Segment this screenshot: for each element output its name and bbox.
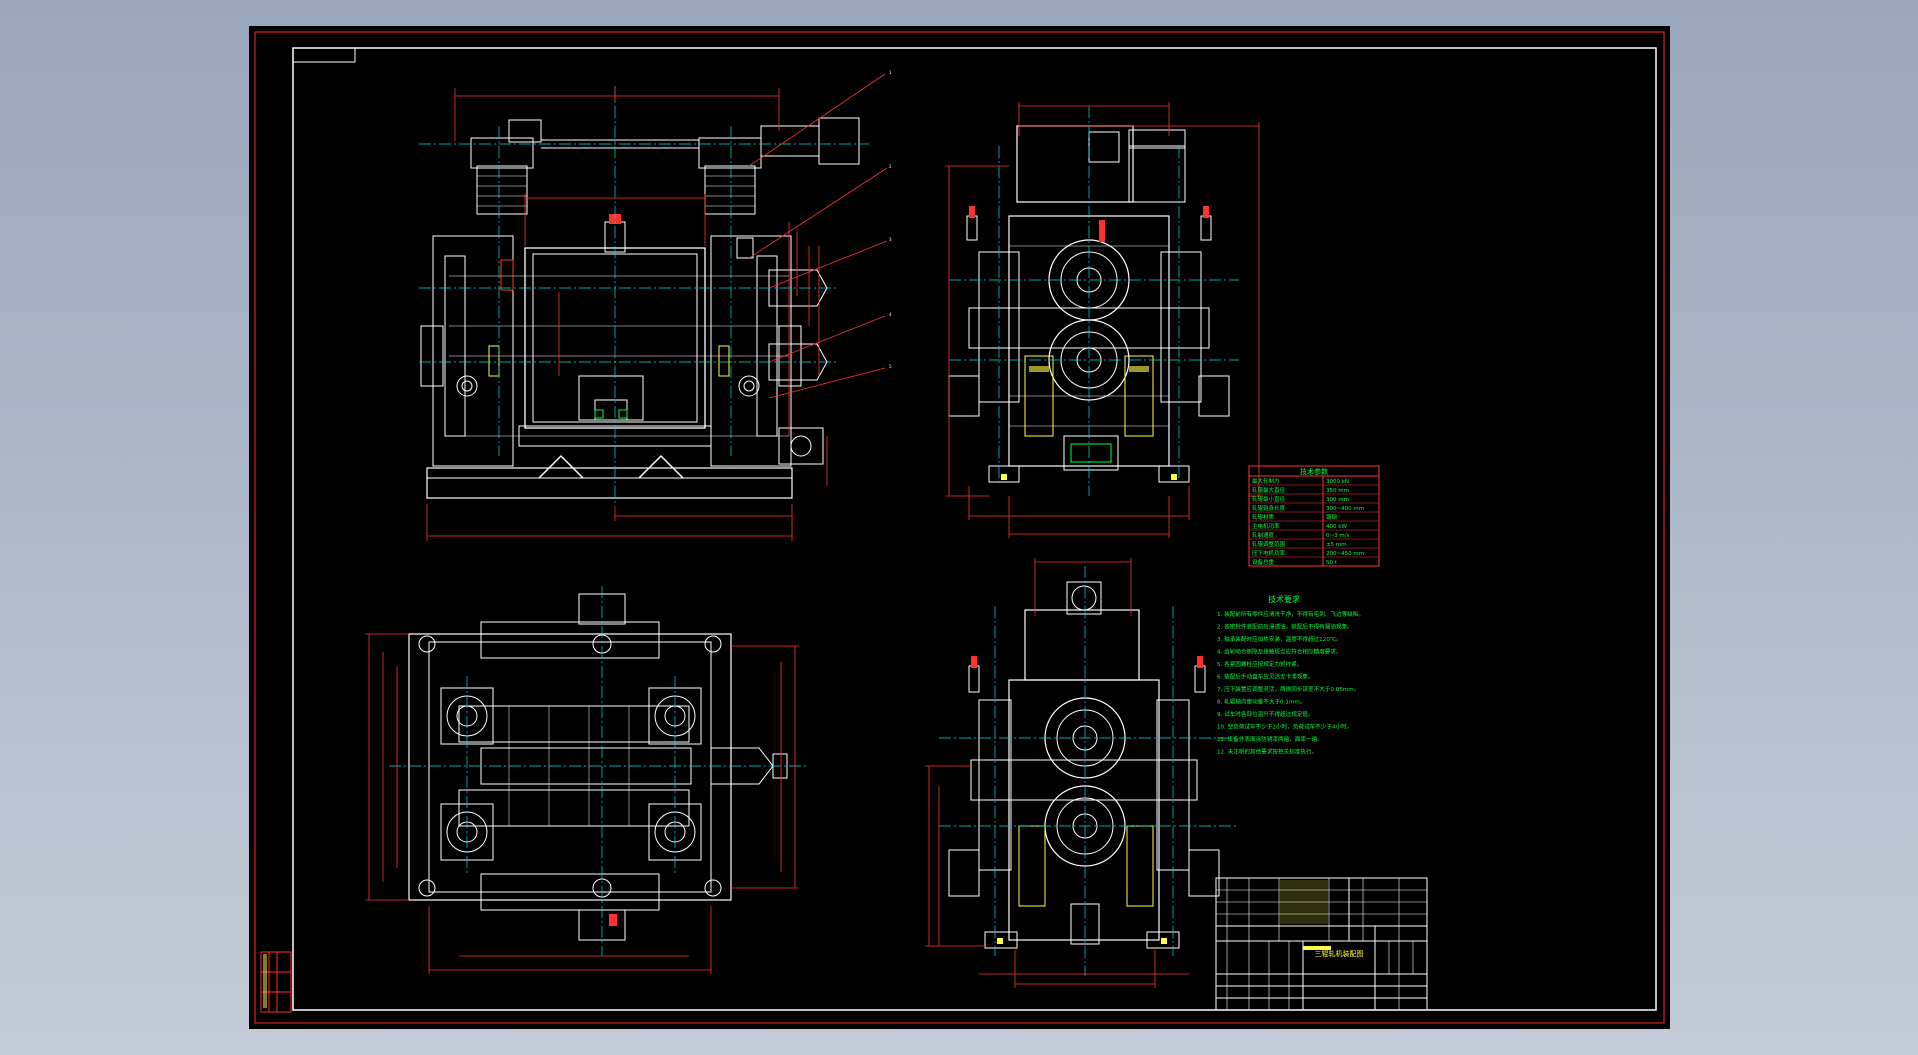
tech-table-label: 轧辊最大直径 <box>1252 486 1286 494</box>
tech-table-value: 400 kW <box>1326 524 1347 530</box>
view-side-dimensions <box>945 102 1263 538</box>
technical-notes: 技术要求 1. 装配前所有零件应清洗干净，不得有毛刺、飞边等缺陷。 2. 各密封件… <box>1217 594 1364 756</box>
tech-table-value: 300 mm <box>1326 497 1349 503</box>
note-line: 6. 装配后手动盘车应灵活无卡滞现象。 <box>1217 673 1314 681</box>
tech-table-label: 轧辊调整范围 <box>1252 540 1286 548</box>
note-line: 8. 轧辊轴向窜动量不大于0.1mm。 <box>1217 698 1305 706</box>
tech-table-label: 轧辊最小直径 <box>1252 495 1286 503</box>
note-line: 11. 设备外表面涂防锈漆两遍，面漆一遍。 <box>1217 735 1323 743</box>
view-rear-centerlines <box>939 566 1239 976</box>
notes-title: 技术要求 <box>1268 594 1300 604</box>
title-block: 三辊轧机装配图 <box>1215 877 1428 1011</box>
view-rear-elevation <box>948 581 1220 949</box>
view-side-centerlines <box>949 106 1239 496</box>
tech-parameter-table: 技术参数 最大轧制力 3000 kN 轧辊最大直径 350 mm 轧辊最小直径 300 m… <box>1248 465 1380 567</box>
svg-text:4: 4 <box>889 312 892 317</box>
sheet-frame <box>254 31 1665 1024</box>
drawing-title: 三辊轧机装配图 <box>1315 949 1364 958</box>
view-plan <box>408 593 788 941</box>
svg-text:3: 3 <box>889 237 892 242</box>
note-line: 7. 压下装置应调整灵活，两侧同步误差不大于0.05mm。 <box>1217 685 1359 693</box>
view-rear-dimensions <box>925 558 1189 988</box>
cad-drawing: 1 2 3 4 5 <box>254 31 1665 1024</box>
drawing-sheet: 1 2 3 4 5 <box>249 26 1670 1029</box>
tech-table-value: ±5 mm <box>1326 542 1347 548</box>
view-front-dim-text: 1 2 3 4 5 <box>889 70 892 369</box>
tech-table-value: 300~400 mm <box>1326 506 1364 512</box>
tech-table-label: 最大轧制力 <box>1252 477 1280 485</box>
view-front-elevation <box>420 117 860 499</box>
note-line: 2. 各密封件装配前应浸透油，装配后不得有漏油现象。 <box>1217 623 1353 631</box>
tech-table-value: 350 mm <box>1326 488 1349 494</box>
note-line: 5. 各紧固螺栓应按规定力矩拧紧。 <box>1217 660 1302 668</box>
note-line: 9. 试车时各部位温升不得超过规定值。 <box>1217 710 1314 718</box>
tech-table-value: 200~450 mm <box>1326 551 1364 557</box>
tech-table-label: 设备总重 <box>1252 558 1275 566</box>
tech-table-value: 50 t <box>1326 560 1338 566</box>
view-plan-dimensions <box>365 633 799 974</box>
note-line: 1. 装配前所有零件应清洗干净，不得有毛刺、飞边等缺陷。 <box>1217 610 1364 618</box>
tech-table-value: 0~3 m/s <box>1326 533 1350 539</box>
tech-table-label: 轧辊辊身长度 <box>1252 504 1286 512</box>
tech-table-value: 锻钢 <box>1326 513 1338 521</box>
svg-text:5: 5 <box>889 364 892 369</box>
note-line: 4. 齿轮啮合侧隙及接触斑点应符合相应精度要求。 <box>1217 648 1342 656</box>
tech-table-label: 轧辊材质 <box>1252 513 1275 521</box>
note-line: 10. 空负荷试车不少于2小时，负荷试车不少于4小时。 <box>1217 723 1352 731</box>
tech-table-title: 技术参数 <box>1300 467 1328 476</box>
view-front-dimensions <box>426 73 888 541</box>
note-line: 3. 轴承装配时应加热安装，温度不得超过120℃。 <box>1217 635 1342 643</box>
tech-table-label: 压下电机功率 <box>1252 549 1286 557</box>
notes-lines: 1. 装配前所有零件应清洗干净，不得有毛刺、飞边等缺陷。 2. 各密封件装配前应浸… <box>1217 610 1364 756</box>
view-front-centerlines <box>419 86 869 506</box>
view-plan-centerlines <box>389 586 809 956</box>
tech-table-label: 轧制速度 <box>1252 531 1275 539</box>
tech-table-value: 3000 kN <box>1326 479 1349 485</box>
tech-table-rows: 最大轧制力 3000 kN 轧辊最大直径 350 mm 轧辊最小直径 300 mm 轧辊辊身… <box>1249 477 1379 567</box>
svg-text:1: 1 <box>889 70 892 75</box>
tech-table-label: 主电机功率 <box>1252 522 1280 530</box>
svg-text:2: 2 <box>889 164 892 169</box>
note-line: 12. 未注明的其他要求按相关标准执行。 <box>1217 748 1317 756</box>
